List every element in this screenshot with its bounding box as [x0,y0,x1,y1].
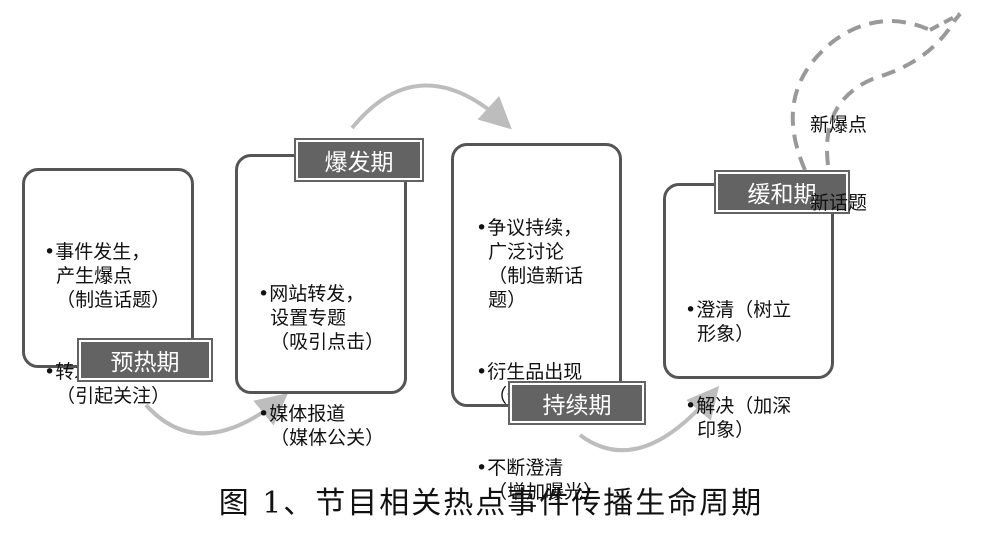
arrow-outbreak-to-sustain [350,83,512,130]
stage-item: •澄清（树立 形象） [685,299,792,345]
stage-item: •不断澄清 （增加曝光） [476,457,603,503]
stage-label-outbreak: 爆发期 [294,138,424,182]
dashed-arrow-head [929,12,962,32]
stage-text-ease: •澄清（树立 形象） •解决（加深 印象） [685,250,791,490]
new-topic-text: 新爆点 新话题 [810,60,867,268]
stage-label-ease: 缓和期 [714,170,850,214]
stage-item: •事件发生， 产生爆点 （制造话题） [44,241,171,311]
stage-box-sustain [451,143,622,407]
arrow-sustain-to-ease [578,385,720,453]
stage-box-outbreak [235,154,407,394]
figure-caption: 图 1、节目相关热点事件传播生命周期 [218,486,764,521]
stage-label-preheat: 预热期 [77,338,213,382]
stage-item: •网站转发， 设置专题 （吸引点击） [258,283,385,353]
stage-item: •解决（加深 印象） [685,395,792,441]
stage-text-preheat: •事件发生， 产生爆点 （制造话题） •转发、讨论 （引起关注） [44,192,170,456]
stage-item: •争议持续， 广泛讨论 （制造新话 题） [476,217,584,311]
stage-label-sustain: 持续期 [508,381,646,425]
new-topic-line1: 新爆点 [810,114,868,136]
arrow-preheat-to-outbreak [144,392,289,436]
stage-text-outbreak: •网站转发， 设置专题 （吸引点击） •媒体报道 （媒体公关） [258,234,384,498]
dashed-arrow-new-topic-lower [825,18,957,166]
new-topic-line2: 新话题 [810,192,868,214]
dashed-arrow-new-topic [790,19,931,171]
stage-box-ease [663,183,834,379]
stage-item: •媒体报道 （媒体公关） [258,403,385,449]
